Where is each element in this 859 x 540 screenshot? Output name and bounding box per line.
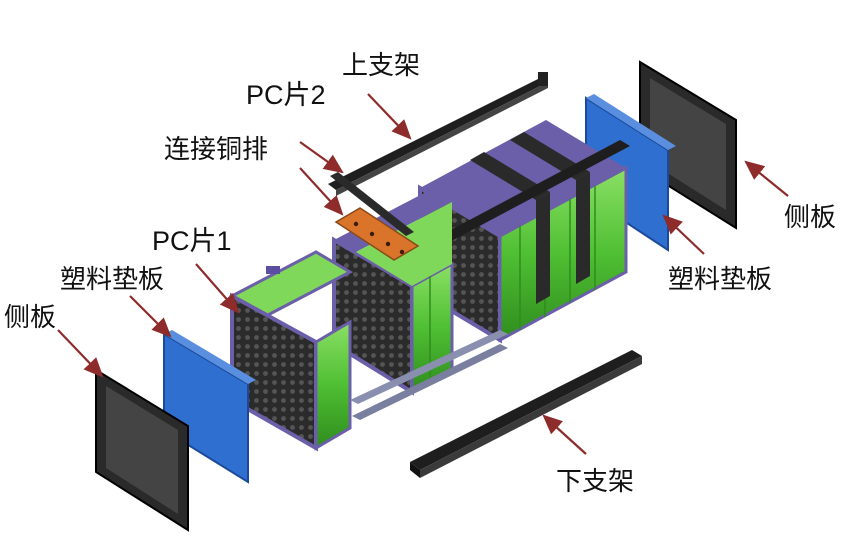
label-lower-bracket: 下支架: [556, 467, 634, 497]
label-copper-busbar: 连接铜排: [164, 135, 268, 165]
arrow-copper-busbar: [299, 167, 344, 216]
lower-rails: [350, 330, 508, 420]
label-pc-sheet-1: PC片1: [152, 226, 232, 256]
arrow-upper-bracket: [367, 93, 412, 140]
side-plate-left: [95, 368, 189, 532]
cell-module-front: [228, 250, 354, 452]
arrow-pc-sheet-1: [195, 263, 240, 314]
arrow-lower-bracket: [542, 414, 587, 455]
label-upper-bracket: 上支架: [342, 51, 420, 81]
arrow-plastic-pad-right: [662, 214, 705, 255]
arrow-plastic-pad-left: [129, 295, 172, 338]
label-pc-sheet-2: PC片2: [246, 80, 326, 110]
copper-busbar: [334, 207, 420, 261]
arrow-side-plate-left: [57, 329, 104, 378]
arrow-pc-sheet-2: [299, 141, 344, 174]
leader-arrows: [57, 93, 789, 455]
label-side-plate-left: 侧板: [4, 303, 56, 333]
arrow-side-plate-right: [744, 160, 789, 197]
upper-bracket: [328, 72, 548, 196]
plastic-pad-left: [163, 330, 256, 484]
label-plastic-pad-right: 塑料垫板: [668, 265, 772, 295]
label-plastic-pad-left: 塑料垫板: [60, 265, 164, 295]
lower-bracket: [410, 350, 642, 478]
pc-sheet-2-bar: [330, 172, 414, 236]
label-side-plate-right: 侧板: [784, 203, 836, 233]
